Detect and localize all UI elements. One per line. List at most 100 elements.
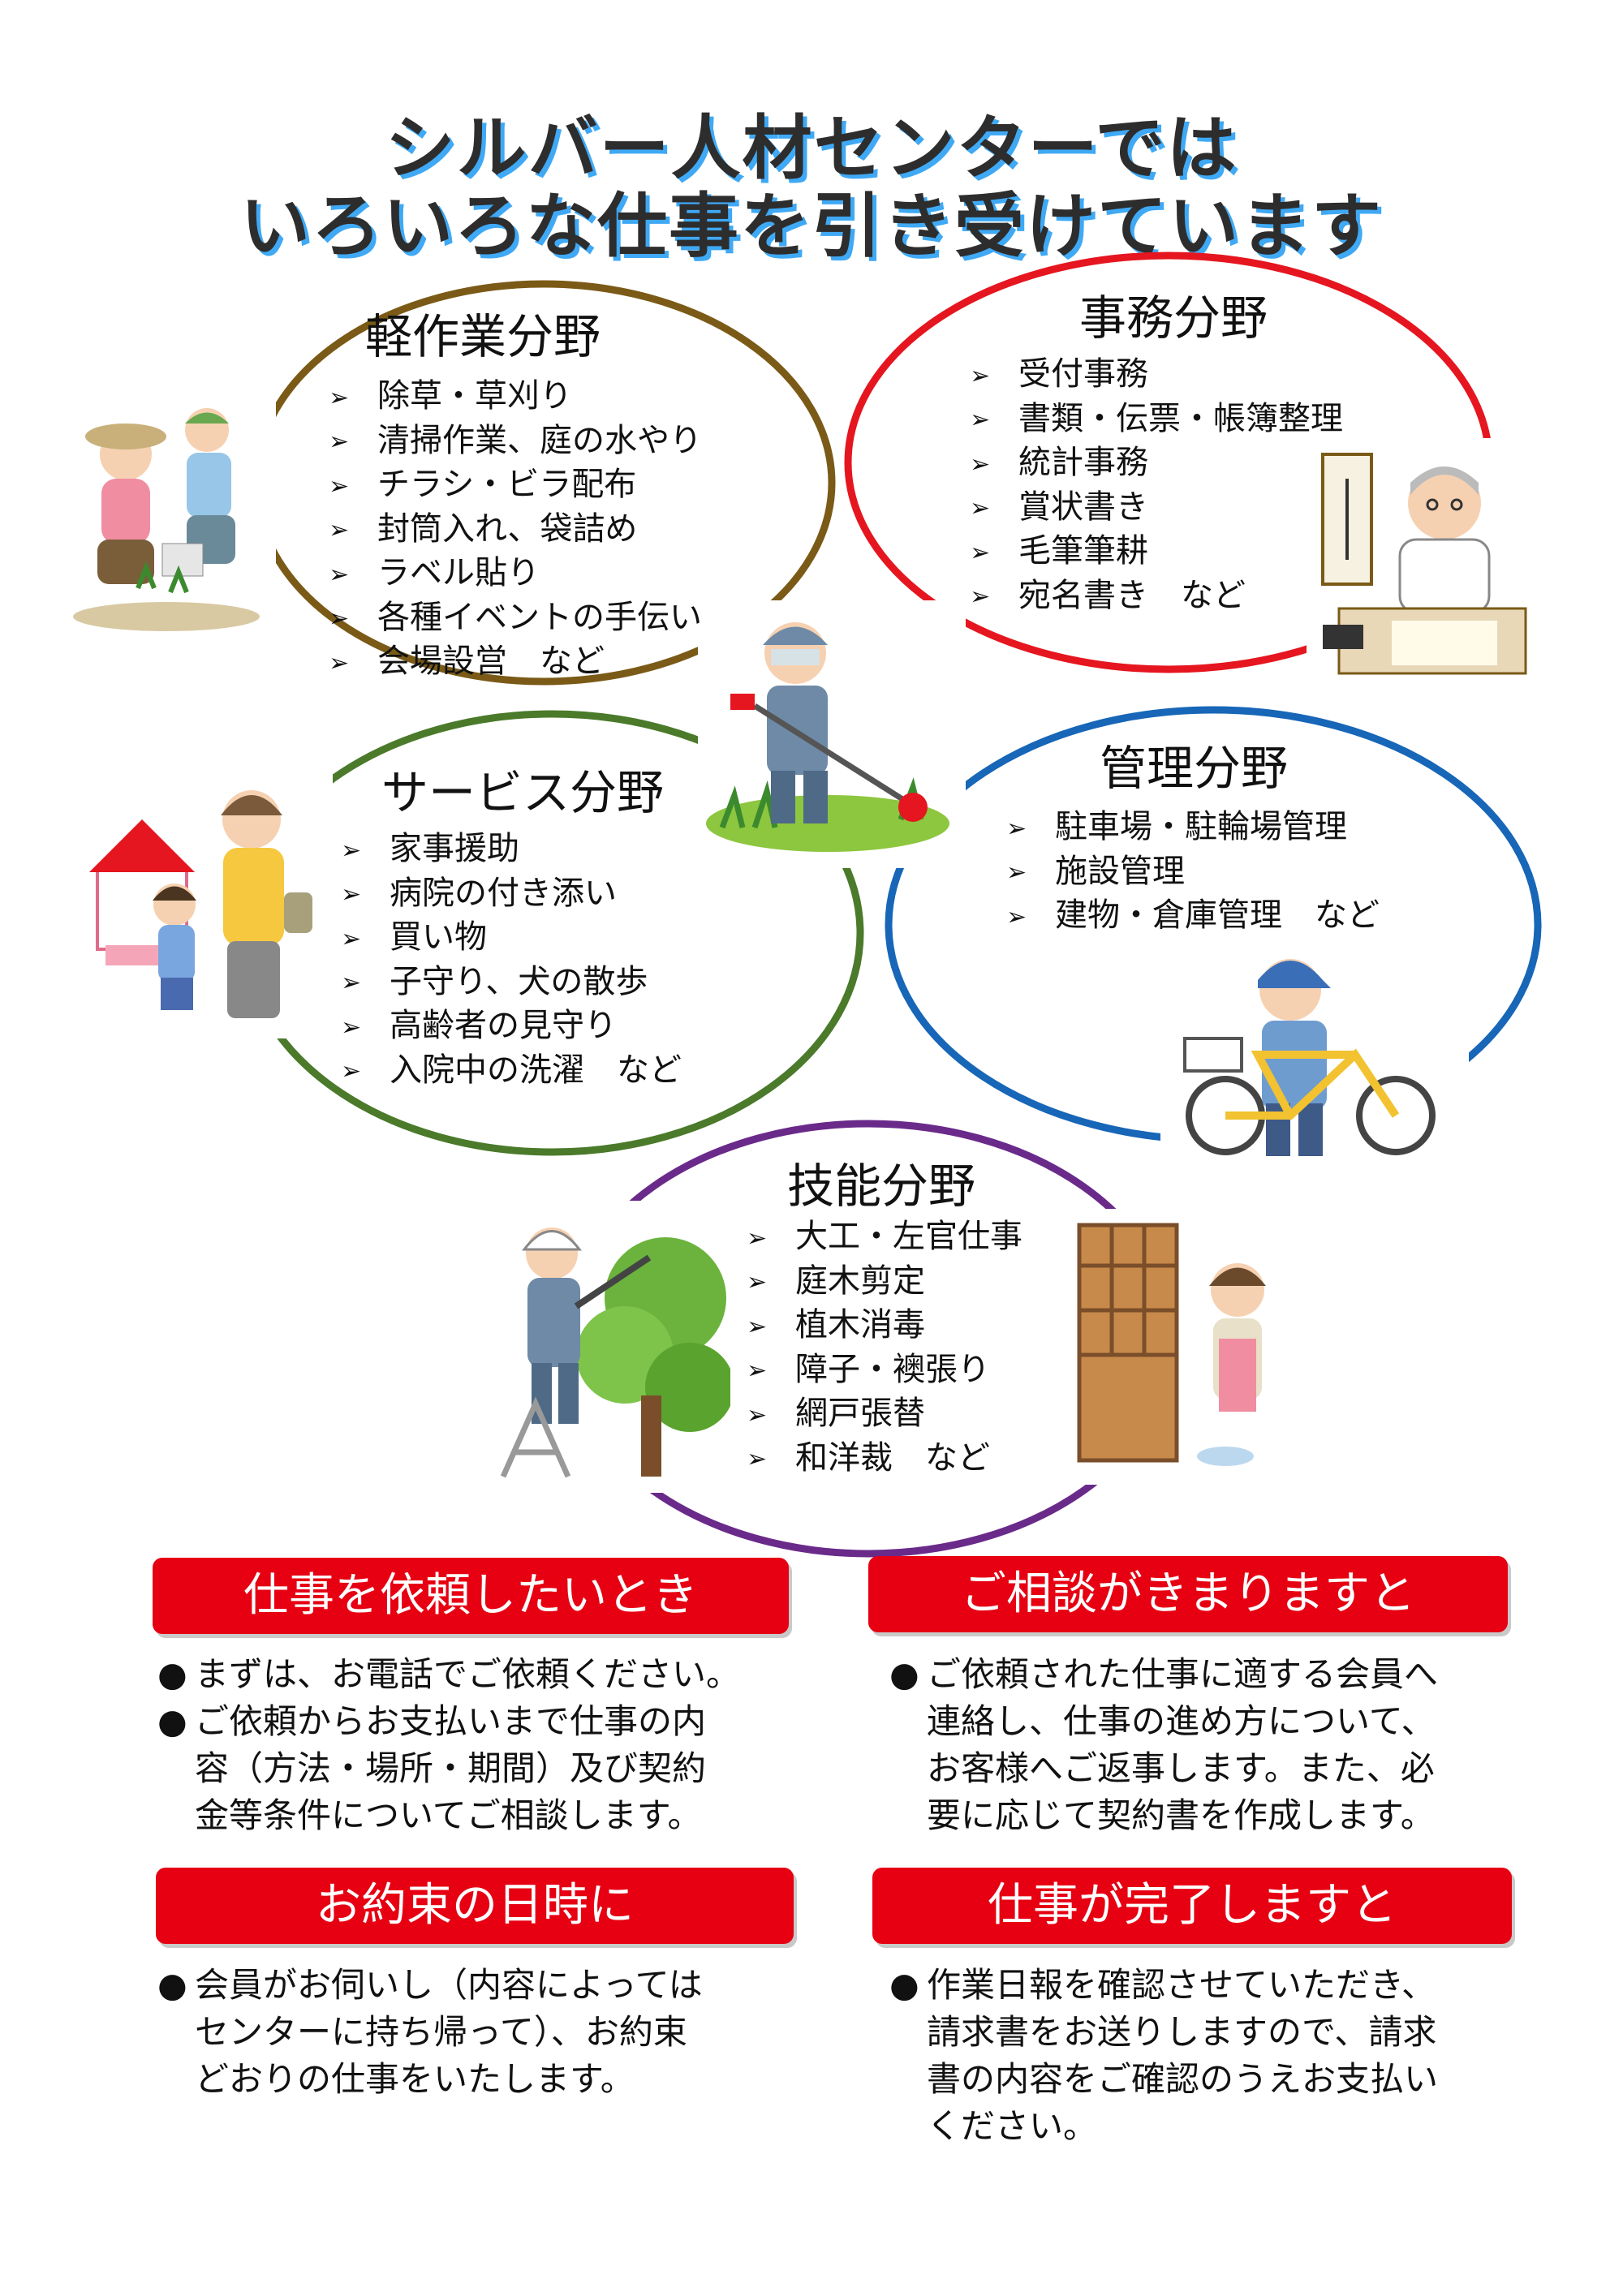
arrow-bullet-icon: ➢: [341, 1013, 362, 1042]
request-banner: 仕事を依頼したいとき: [153, 1558, 789, 1634]
dot-bullet-icon: ●: [157, 1701, 187, 1741]
text-line: 容（方法・場所・期間）及び契約: [195, 1748, 707, 1788]
arrow-bullet-icon: ➢: [1006, 814, 1027, 843]
list-item: ➢入院中の洗濯 など: [341, 1049, 682, 1094]
list-item: ➢ラベル貼り: [329, 552, 702, 596]
arrow-bullet-icon: ➢: [341, 924, 362, 953]
arrow-bullet-icon: ➢: [747, 1357, 768, 1385]
tree-pruner-icon: [500, 1228, 730, 1478]
text-line: ●ご依頼からお支払いまで仕事の内: [157, 1698, 812, 1745]
consult-text: ●ご依頼された仕事に適する会員へ 連絡し、仕事の進め方について、 お客様へご返事…: [889, 1651, 1543, 1839]
list-item: ➢清掃作業、庭の水やり: [329, 419, 702, 464]
arrow-bullet-icon: ➢: [341, 836, 362, 865]
arrow-bullet-icon: ➢: [970, 538, 991, 567]
appointment-text: ●会員がお伺いし（内容によっては センターに持ち帰って）、お約束 どおりの仕事を…: [157, 1962, 812, 2103]
arrow-bullet-icon: ➢: [329, 560, 350, 589]
dot-bullet-icon: ●: [157, 1965, 187, 2005]
list-item: ➢除草・草刈り: [329, 375, 702, 419]
arrow-bullet-icon: ➢: [970, 361, 991, 390]
calligrapher-icon: [1321, 453, 1527, 675]
complete-text: ●作業日報を確認させていただき、 請求書をお送りしますので、請求 書の内容をご確…: [889, 1962, 1543, 2150]
text-line: ください。: [927, 2106, 1098, 2146]
arrow-bullet-icon: ➢: [747, 1268, 768, 1296]
office-heading: 事務分野: [1079, 290, 1268, 346]
text-line: お客様へご返事します。また、必: [927, 1748, 1435, 1788]
list-item: ➢病院の付き添い: [341, 872, 682, 917]
complete-banner: 仕事が完了しますと: [872, 1868, 1512, 1944]
arrow-bullet-icon: ➢: [970, 406, 991, 434]
grass-cutter-icon: [706, 622, 949, 852]
appointment-banner: お約束の日時に: [156, 1868, 794, 1944]
arrow-bullet-icon: ➢: [329, 516, 350, 544]
list-item: ➢各種イベントの手伝い: [329, 596, 702, 641]
service-list: ➢家事援助 ➢病院の付き添い ➢買い物 ➢子守り、犬の散歩 ➢高齢者の見守り ➢…: [341, 828, 682, 1093]
request-text: ●まずは、お電話でご依頼ください。 ●ご依頼からお支払いまで仕事の内 容（方法・…: [157, 1651, 812, 1839]
shoji-repair-icon: [1077, 1223, 1266, 1466]
text-line: 連絡し、仕事の進め方について、: [927, 1701, 1436, 1741]
skill-heading: 技能分野: [787, 1159, 976, 1214]
light-list: ➢除草・草刈り ➢清掃作業、庭の水やり ➢チラシ・ビラ配布 ➢封筒入れ、袋詰め …: [329, 375, 702, 685]
list-item: ➢統計事務: [970, 441, 1343, 486]
text-line: ●ご依頼された仕事に適する会員へ: [889, 1651, 1543, 1698]
bicycle-attendant-icon: [1183, 959, 1436, 1156]
list-item: ➢高齢者の見守り: [341, 1004, 682, 1049]
list-item: ➢障子・襖張り: [747, 1348, 1022, 1393]
dot-bullet-icon: ●: [157, 1654, 187, 1694]
light-heading: 軽作業分野: [365, 309, 601, 364]
arrow-bullet-icon: ➢: [341, 969, 362, 997]
text-line: どおりの仕事をいたします。: [195, 2059, 635, 2099]
text-line: 書の内容をご確認のうえお支払い: [927, 2059, 1439, 2099]
consult-banner: ご相談がきまりますと: [868, 1556, 1508, 1632]
list-item: ➢受付事務: [970, 353, 1343, 398]
gardening-couple-icon: [73, 408, 260, 631]
arrow-bullet-icon: ➢: [970, 583, 991, 611]
list-item: ➢家事援助: [341, 828, 682, 872]
list-item: ➢施設管理: [1006, 850, 1380, 895]
arrow-bullet-icon: ➢: [329, 648, 350, 677]
list-item: ➢植木消毒: [747, 1304, 1022, 1348]
list-item: ➢賞状書き: [970, 486, 1343, 531]
text-line: 要に応じて契約書を作成します。: [927, 1795, 1435, 1835]
list-item: ➢宛名書き など: [970, 574, 1343, 619]
arrow-bullet-icon: ➢: [747, 1445, 768, 1473]
list-item: ➢網戸張替: [747, 1392, 1022, 1437]
arrow-bullet-icon: ➢: [329, 428, 350, 456]
arrow-bullet-icon: ➢: [341, 1057, 362, 1086]
text-line: 金等条件についてご相談します。: [195, 1795, 702, 1835]
text-line: 請求書をお送りしますので、請求: [927, 2012, 1437, 2052]
skill-list: ➢大工・左官仕事 ➢庭木剪定 ➢植木消毒 ➢障子・襖張り ➢網戸張替 ➢和洋裁 …: [747, 1215, 1022, 1481]
arrow-bullet-icon: ➢: [329, 604, 350, 633]
list-item: ➢毛筆筆耕: [970, 530, 1343, 574]
dot-bullet-icon: ●: [889, 1654, 919, 1694]
management-heading: 管理分野: [1100, 741, 1289, 796]
list-item: ➢書類・伝票・帳簿整理: [970, 398, 1343, 442]
list-item: ➢封筒入れ、袋詰め: [329, 508, 702, 553]
dot-bullet-icon: ●: [889, 1965, 919, 2005]
text-line: ●まずは、お電話でご依頼ください。: [157, 1651, 812, 1698]
arrow-bullet-icon: ➢: [747, 1312, 768, 1341]
arrow-bullet-icon: ➢: [747, 1223, 768, 1253]
office-list: ➢受付事務 ➢書類・伝票・帳簿整理 ➢統計事務 ➢賞状書き ➢毛筆筆耕 ➢宛名書…: [970, 353, 1343, 618]
list-item: ➢庭木剪定: [747, 1260, 1022, 1305]
arrow-bullet-icon: ➢: [970, 449, 991, 479]
arrow-bullet-icon: ➢: [1006, 902, 1027, 931]
page-title-line1: シルバー人材センターでは: [385, 108, 1238, 189]
arrow-bullet-icon: ➢: [329, 383, 350, 412]
text-line: ●作業日報を確認させていただき、: [889, 1962, 1543, 2009]
list-item: ➢駐車場・駐輪場管理: [1006, 806, 1380, 850]
arrow-bullet-icon: ➢: [970, 494, 991, 522]
list-item: ➢買い物: [341, 916, 682, 961]
text-line: ●会員がお伺いし（内容によっては: [157, 1962, 812, 2009]
list-item: ➢和洋裁 など: [747, 1437, 1022, 1481]
management-list: ➢駐車場・駐輪場管理 ➢施設管理 ➢建物・倉庫管理 など: [1006, 806, 1380, 939]
text-line: センターに持ち帰って）、お約束: [195, 2012, 687, 2052]
list-item: ➢建物・倉庫管理 など: [1006, 894, 1380, 939]
grandmother-child-icon: [89, 790, 312, 1018]
list-item: ➢会場設営 など: [329, 640, 702, 685]
arrow-bullet-icon: ➢: [1006, 858, 1027, 887]
arrow-bullet-icon: ➢: [329, 471, 350, 501]
arrow-bullet-icon: ➢: [341, 880, 362, 909]
service-heading: サービス分野: [381, 765, 665, 820]
list-item: ➢子守り、犬の散歩: [341, 961, 682, 1005]
list-item: ➢大工・左官仕事: [747, 1215, 1022, 1260]
